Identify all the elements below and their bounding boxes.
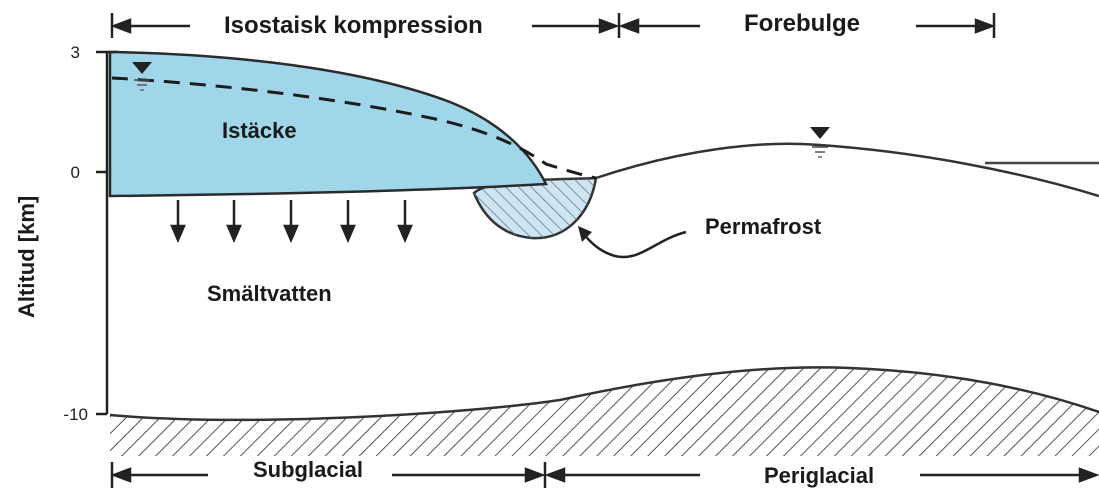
water-table-icon <box>810 127 830 157</box>
curved-arrow-icon <box>578 226 686 257</box>
bottom-left-span-label: Subglacial <box>253 459 363 481</box>
bottom-right-span-label: Periglacial <box>764 465 874 487</box>
down-arrow-icon <box>285 200 297 240</box>
top-left-span-label: Isostaisk kompression <box>224 14 483 38</box>
down-arrow-icon <box>399 200 411 240</box>
ice-sheet <box>110 52 546 196</box>
meltwater-arrows <box>172 200 411 240</box>
y-tick-bottom: -10 <box>48 406 88 423</box>
down-arrow-icon <box>228 200 240 240</box>
y-tick-top: 3 <box>40 44 80 61</box>
down-arrow-icon <box>172 200 184 240</box>
down-arrow-icon <box>342 200 354 240</box>
meltwater-label: Smältvatten <box>207 283 332 305</box>
bedrock-hatch <box>110 367 1099 456</box>
top-right-span-label: Forebulge <box>744 12 860 36</box>
y-tick-zero: 0 <box>40 164 80 181</box>
ice-sheet-label: Istäcke <box>222 120 297 142</box>
land-surface <box>596 144 1099 196</box>
y-axis-label: Altitud [km] <box>16 196 38 318</box>
permafrost-label: Permafrost <box>705 216 821 238</box>
